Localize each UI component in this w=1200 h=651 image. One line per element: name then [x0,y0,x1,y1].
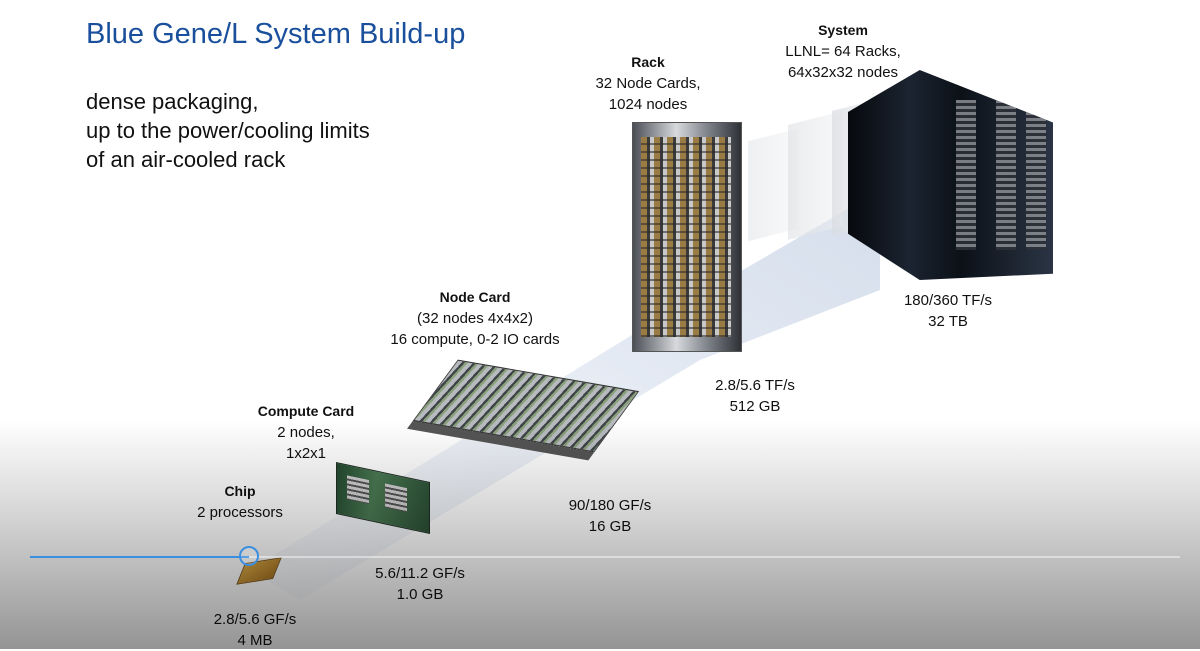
page-title: Blue Gene/L System Build-up [86,18,466,50]
system-perf-line: 32 TB [928,313,968,330]
compute-card-heading: Compute Card [257,403,355,419]
rack-perf-line: 512 GB [729,398,781,415]
rack-image [632,122,742,352]
chip-perf-line: 2.8/5.6 GF/s [213,611,297,628]
rack-desc: 32 Node Cards, [595,75,701,92]
node-card-label: Node Card (32 nodes 4x4x2) 16 compute, 0… [365,287,585,350]
chip-heading: Chip [224,483,256,499]
compute-card-module [385,483,407,513]
chip-desc: 2 processors [197,504,283,521]
subtitle-line: up to the power/cooling limits [86,118,370,143]
video-progress-fill [30,556,249,558]
chip-label: Chip 2 processors [180,481,300,523]
system-label: System LLNL= 64 Racks, 64x32x32 nodes [768,20,918,83]
chip-perf-line: 4 MB [237,632,273,649]
chip-perf: 2.8/5.6 GF/s 4 MB [195,609,315,651]
rack-desc: 1024 nodes [608,96,688,113]
compute-card-perf-line: 1.0 GB [396,586,444,603]
system-desc: 64x32x32 nodes [787,64,899,81]
rack-node-grid [641,137,731,337]
subtitle: dense packaging, up to the power/cooling… [86,87,370,174]
compute-card-desc: 2 nodes, [277,424,335,441]
system-perf-line: 180/360 TF/s [903,292,993,309]
video-progress-track[interactable] [30,556,1180,558]
subtitle-line: of an air-cooled rack [86,147,286,172]
rack-perf: 2.8/5.6 TF/s 512 GB [700,375,810,417]
video-scrubber-handle[interactable] [238,546,259,566]
rack-heading: Rack [631,54,665,70]
node-card-desc: (32 nodes 4x4x2) [417,310,533,327]
compute-card-module [347,475,369,505]
compute-card-desc: 1x2x1 [285,445,327,462]
rack-perf-line: 2.8/5.6 TF/s [715,377,795,394]
system-rack-column [956,100,976,250]
node-card-perf: 90/180 GF/s 16 GB [550,495,670,537]
compute-card-perf-line: 5.6/11.2 GF/s [375,565,465,582]
system-desc: LLNL= 64 Racks, [785,43,901,60]
node-card-heading: Node Card [439,289,511,305]
rack-label: Rack 32 Node Cards, 1024 nodes [588,52,708,115]
system-perf: 180/360 TF/s 32 TB [888,290,1008,332]
compute-card-perf: 5.6/11.2 GF/s 1.0 GB [360,563,480,605]
subtitle-line: dense packaging, [86,89,259,114]
compute-card-label: Compute Card 2 nodes, 1x2x1 [236,401,376,464]
node-card-perf-line: 16 GB [588,518,632,535]
node-card-desc: 16 compute, 0-2 IO cards [390,331,560,348]
node-card-perf-line: 90/180 GF/s [568,497,652,514]
system-rack-column [1026,100,1046,250]
system-rack-column [996,100,1016,250]
system-heading: System [818,22,868,38]
